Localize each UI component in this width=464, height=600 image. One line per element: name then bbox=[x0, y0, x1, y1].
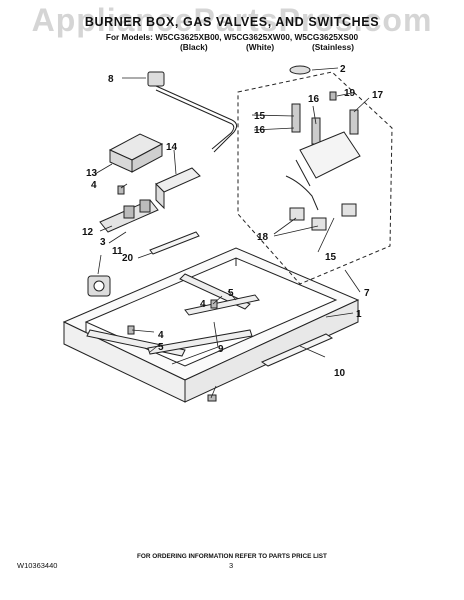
part-11-module bbox=[87, 275, 111, 297]
callout-13: 13 bbox=[86, 168, 98, 179]
variant-white: (White) bbox=[246, 42, 275, 52]
callout-19: 19 bbox=[344, 88, 356, 99]
callout-3: 3 bbox=[100, 237, 106, 248]
callout-labels: 1 2 3 4 4 4 5 5 7 8 9 10 11 12 13 14 15 … bbox=[82, 64, 384, 379]
callout-4c: 4 bbox=[158, 330, 164, 341]
page-number: 3 bbox=[229, 561, 234, 570]
callout-11: 11 bbox=[112, 246, 123, 257]
part-14-bracket bbox=[155, 167, 201, 210]
box-rails bbox=[86, 273, 260, 357]
callout-1: 1 bbox=[356, 309, 362, 320]
callout-17: 17 bbox=[372, 90, 384, 101]
burner-box bbox=[62, 247, 360, 403]
part-8-manifold bbox=[147, 71, 238, 153]
callout-5a: 5 bbox=[228, 288, 234, 299]
callout-8: 8 bbox=[108, 74, 114, 85]
part-20-strip bbox=[149, 231, 200, 255]
callout-20: 20 bbox=[122, 253, 134, 264]
callout-2: 2 bbox=[340, 64, 346, 75]
document-number: W10363440 bbox=[17, 561, 58, 570]
gas-valves bbox=[285, 103, 361, 231]
callout-15a: 15 bbox=[254, 111, 266, 122]
callout-15b: 15 bbox=[325, 252, 337, 263]
ordering-note: FOR ORDERING INFORMATION REFER TO PARTS … bbox=[137, 553, 327, 560]
part-13-cover bbox=[108, 133, 164, 173]
models-line: For Models: W5CG3625XB00, W5CG3625XW00, … bbox=[105, 32, 359, 42]
callout-14: 14 bbox=[166, 142, 178, 153]
variant-stainless: (Stainless) bbox=[312, 42, 354, 52]
page-title: BURNER BOX, GAS VALVES, AND SWITCHES bbox=[84, 15, 380, 29]
variant-black: (Black) bbox=[180, 42, 208, 52]
watermark-text: AppliancePartsPros.com bbox=[31, 2, 433, 38]
part-10-strip bbox=[260, 333, 334, 367]
leader-lines bbox=[94, 67, 370, 399]
callout-4a: 4 bbox=[91, 180, 97, 191]
part-2-seal bbox=[289, 65, 311, 75]
callout-18: 18 bbox=[257, 232, 269, 243]
callout-10: 10 bbox=[334, 368, 346, 379]
callout-4b: 4 bbox=[200, 299, 206, 310]
callout-5b: 5 bbox=[158, 342, 164, 353]
callout-12: 12 bbox=[82, 227, 94, 238]
callout-9: 9 bbox=[218, 344, 224, 355]
callout-16b: 16 bbox=[254, 125, 266, 136]
callout-16a: 16 bbox=[308, 94, 320, 105]
callout-7: 7 bbox=[364, 288, 370, 299]
valves-assembly-outline bbox=[237, 71, 393, 285]
screws bbox=[117, 91, 337, 402]
